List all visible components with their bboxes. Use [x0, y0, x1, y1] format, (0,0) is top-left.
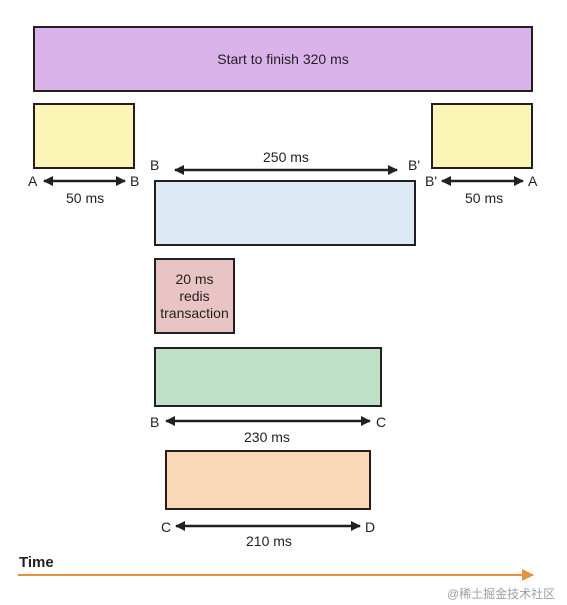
segment-250ms-box — [154, 180, 416, 246]
redis-line-1: 20 ms — [175, 270, 214, 287]
segment-250-start-letter: B — [150, 157, 160, 173]
right-start-letter: B' — [425, 173, 438, 189]
right-duration-label: 50 ms — [465, 190, 504, 206]
segment-250-end-letter: B' — [408, 157, 421, 173]
segment-210-end-letter: D — [365, 519, 376, 535]
left-end-letter: B — [130, 173, 140, 189]
segment-230-duration-label: 230 ms — [244, 429, 290, 445]
left-50ms-box — [33, 103, 135, 169]
segment-210ms-box — [165, 450, 371, 510]
watermark: @稀土掘金技术社区 — [447, 587, 556, 601]
right-end-letter: A — [528, 173, 538, 189]
redis-line-2: redis — [179, 287, 210, 304]
total-duration-box: Start to finish 320 ms — [33, 26, 533, 92]
total-duration-label: Start to finish 320 ms — [217, 51, 349, 67]
right-50ms-box — [431, 103, 533, 169]
redis-transaction-box: 20 ms redis transaction — [154, 258, 235, 334]
segment-210-duration-label: 210 ms — [246, 533, 292, 549]
segment-230-end-letter: C — [376, 414, 387, 430]
left-duration-label: 50 ms — [66, 190, 105, 206]
time-axis-label: Time — [19, 554, 54, 571]
redis-line-3: transaction — [160, 304, 229, 321]
segment-210-start-letter: C — [161, 519, 172, 535]
segment-230-start-letter: B — [150, 414, 160, 430]
segment-250-duration-label: 250 ms — [263, 149, 309, 165]
segment-230ms-box — [154, 347, 382, 407]
left-start-letter: A — [28, 173, 38, 189]
